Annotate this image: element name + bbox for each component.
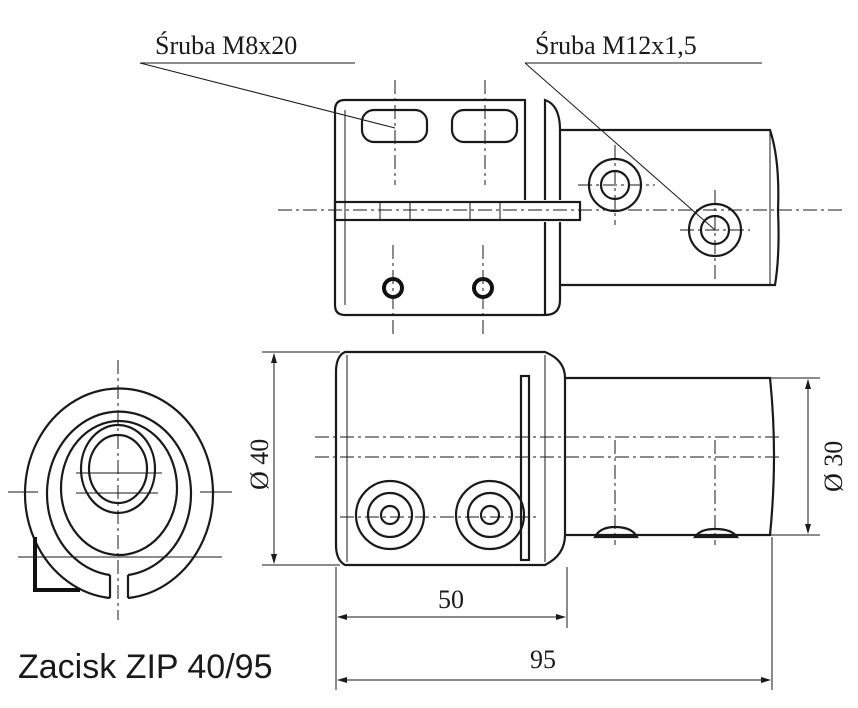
dia-40-label: Ø 40 [245, 439, 274, 490]
dimension-95: 95 [337, 537, 773, 690]
dim-50-label: 50 [438, 585, 464, 614]
dimension-dia-30: Ø 30 [770, 377, 848, 536]
leader-m8: Śruba M8x20 [139, 31, 396, 129]
dim-95-label: 95 [530, 645, 556, 674]
dia-30-label: Ø 30 [819, 441, 848, 492]
side-view [315, 350, 780, 567]
dimension-dia-40: Ø 40 [245, 351, 340, 566]
dimension-50: 50 [335, 567, 568, 690]
leader-m12: Śruba M12x1,5 [524, 31, 762, 231]
top-view [278, 80, 845, 335]
front-view [8, 360, 232, 620]
drawing-title: Zacisk ZIP 40/95 [18, 648, 273, 686]
screw-m12-label: Śruba M12x1,5 [535, 31, 697, 60]
screw-m8-label: Śruba M8x20 [155, 31, 297, 60]
